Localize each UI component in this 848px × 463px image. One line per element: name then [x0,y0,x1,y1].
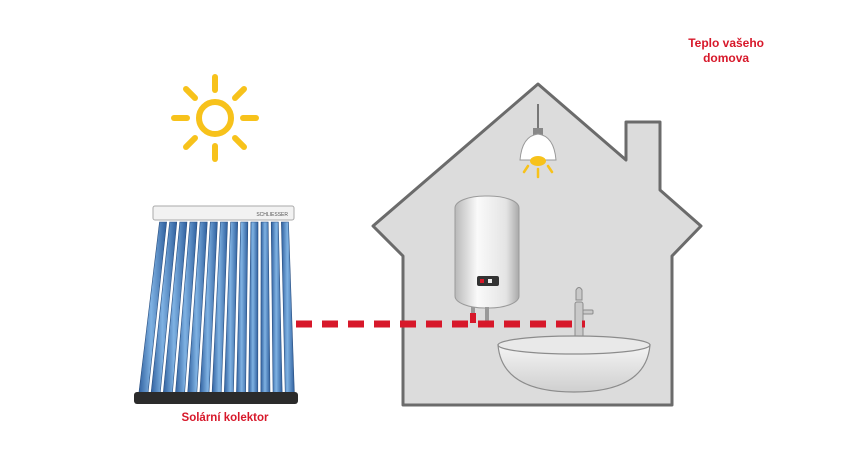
collector-tube [281,221,295,397]
collector-tube [248,221,259,397]
faucet-icon [574,287,594,339]
solar-collector: SCHLIESSER [134,205,298,404]
collector-tube [260,221,271,397]
collector-brand: SCHLIESSER [256,212,288,218]
water-heater-tank [454,195,520,323]
sink [497,287,651,393]
tagline: Teplo vašeho domova [688,36,764,66]
collector-label: Solární kolektor [181,412,269,424]
collector-tubes [138,221,295,397]
tagline-line-2: domova [703,51,750,65]
tagline-line-1: Teplo vašeho [688,36,764,50]
collector-tube [236,221,249,397]
sun-icon [171,74,259,162]
collector-tube [270,221,283,397]
lamp-icon [519,104,557,179]
